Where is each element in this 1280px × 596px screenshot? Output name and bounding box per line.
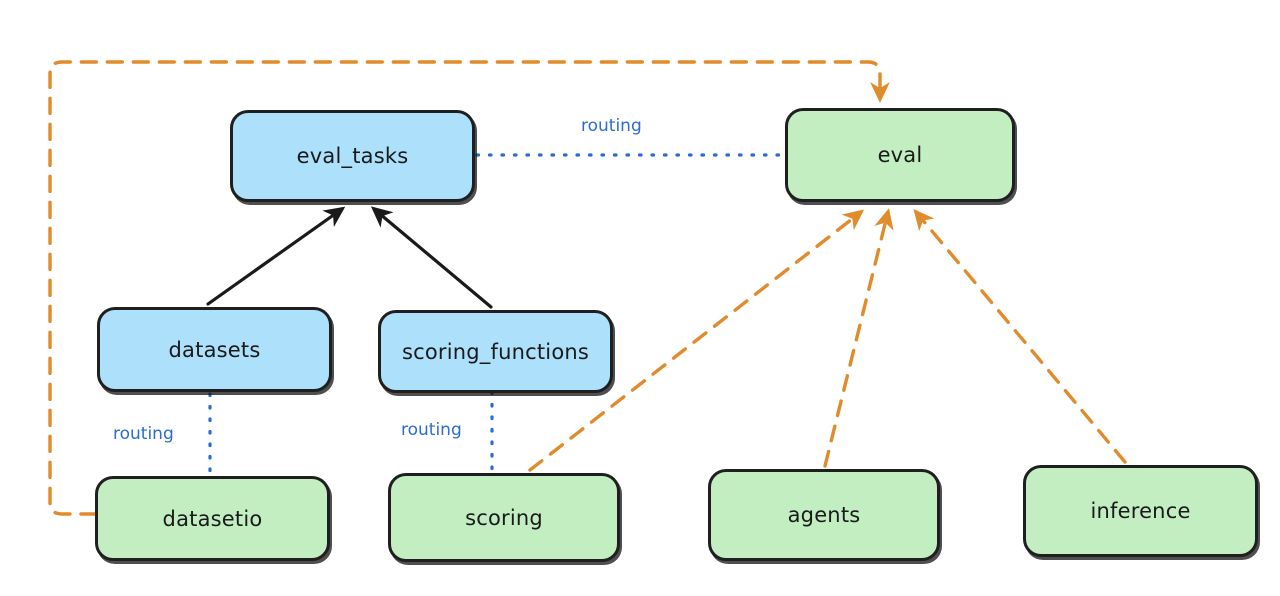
edge-label-routing-scoring-functions-scoring: routing	[398, 420, 465, 440]
node-inference[interactable]: inference	[1023, 465, 1258, 557]
edge-datasets-to-eval-tasks	[206, 206, 346, 306]
node-scoring[interactable]: scoring	[388, 473, 620, 562]
node-eval-tasks[interactable]: eval_tasks	[230, 110, 475, 202]
node-eval[interactable]: eval	[785, 108, 1015, 202]
edge-scoring-to-eval	[528, 209, 865, 472]
node-label: agents	[787, 503, 861, 527]
node-label: scoring_functions	[401, 339, 590, 364]
edge-scoring-functions-to-eval-tasks	[370, 206, 493, 309]
node-datasetio[interactable]: datasetio	[95, 476, 330, 561]
node-scoring-functions[interactable]: scoring_functions	[378, 310, 613, 393]
edge-agents-to-eval	[823, 208, 894, 468]
node-agents[interactable]: agents	[708, 469, 940, 561]
node-label: eval	[877, 143, 923, 167]
node-label: scoring	[465, 505, 543, 530]
node-datasets[interactable]: datasets	[97, 307, 332, 392]
edge-inference-to-eval	[913, 208, 1127, 464]
node-label: datasets	[168, 337, 261, 362]
edge-label-routing-eval-tasks-eval: routing	[578, 116, 645, 136]
node-label: eval_tasks	[296, 144, 409, 168]
node-label: datasetio	[162, 506, 263, 531]
edge-label-routing-datasets-datasetio: routing	[110, 424, 177, 444]
node-label: inference	[1090, 499, 1191, 523]
